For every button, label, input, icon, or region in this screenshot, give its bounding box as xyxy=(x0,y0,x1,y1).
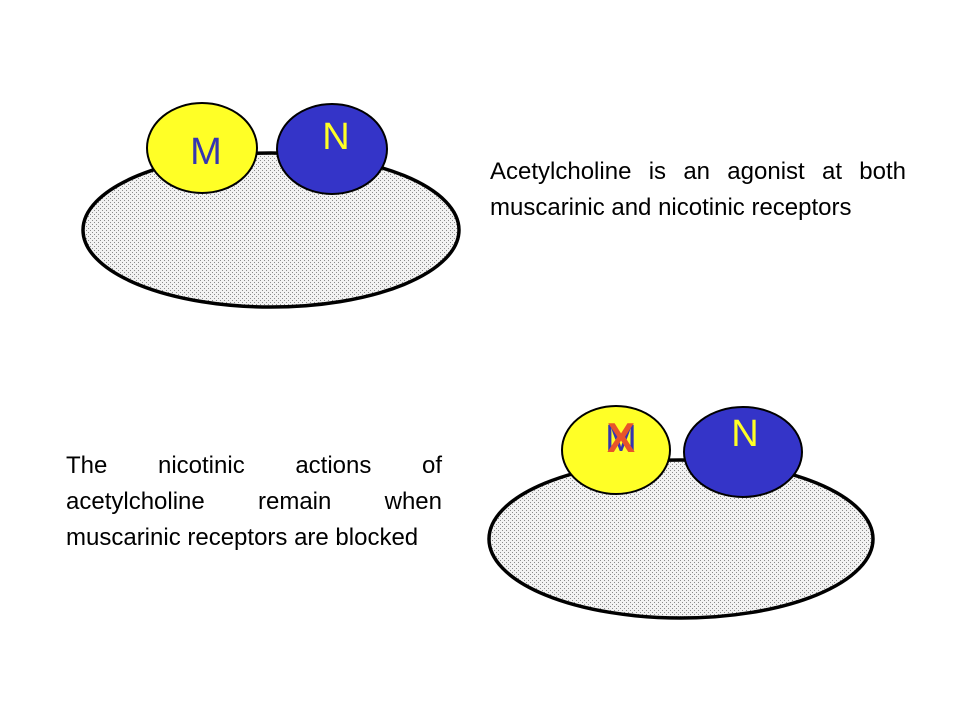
bottom-caption: The nicotinic actions of acetylcholine r… xyxy=(66,452,442,551)
bottom-cell-group: M X N xyxy=(487,405,875,620)
top-nicotinic-label: N xyxy=(322,116,349,158)
top-muscarinic-label: M xyxy=(190,131,222,173)
bottom-muscarinic-receptor xyxy=(561,405,671,495)
top-caption: Acetylcholine is an agonist at both musc… xyxy=(490,158,906,221)
top-cell-membrane xyxy=(81,151,461,309)
blocked-x-mark: X xyxy=(607,414,635,461)
top-nicotinic-receptor xyxy=(276,103,388,195)
top-cell-group: M N xyxy=(81,102,461,309)
bottom-nicotinic-label: N xyxy=(731,413,758,455)
bottom-nicotinic-receptor xyxy=(683,406,803,498)
bottom-muscarinic-label: M xyxy=(605,418,637,460)
top-muscarinic-receptor xyxy=(146,102,258,194)
bottom-cell-membrane xyxy=(487,458,875,620)
